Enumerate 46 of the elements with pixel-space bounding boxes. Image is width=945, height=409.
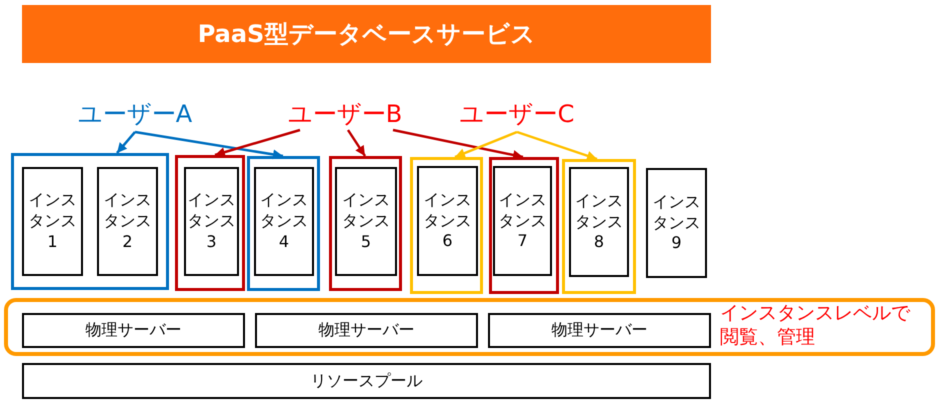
box-label: 物理サーバー	[86, 320, 182, 341]
band-note: インスタンスレベルで閲覧、管理	[720, 302, 910, 350]
title-banner	[22, 5, 711, 63]
instance-label: インスタンス2	[104, 190, 152, 253]
instance-box	[493, 166, 552, 276]
group-frame	[562, 159, 636, 294]
arrow	[116, 131, 136, 154]
user-name: ユーザーB	[288, 99, 402, 130]
box-label: 物理サーバー	[552, 320, 648, 341]
instance-box	[97, 167, 158, 276]
arrow	[454, 130, 518, 158]
title-text: PaaS型データベースサービス	[198, 19, 536, 50]
box-label: リソースプール	[310, 370, 422, 392]
user-name: ユーザーC	[460, 99, 574, 130]
instance-label: インスタンス4	[260, 190, 308, 253]
instance-box	[417, 166, 478, 276]
instance-label: インスタンス8	[575, 190, 623, 254]
group-frame	[410, 157, 483, 294]
group-frame	[11, 153, 169, 290]
instance-label: インスタンス9	[652, 192, 700, 254]
group-frame	[329, 156, 402, 291]
instance-label: インスタンス3	[188, 190, 236, 253]
server-box	[22, 313, 245, 348]
resource-pool-box	[22, 363, 711, 399]
group-frame	[247, 156, 320, 291]
arrow	[392, 128, 524, 160]
server-box	[488, 313, 711, 348]
arrow	[516, 130, 598, 161]
instance-label: インスタンス7	[498, 190, 546, 252]
instance-box	[184, 167, 239, 276]
instance-box	[254, 167, 314, 276]
group-frame	[175, 155, 245, 291]
box-label: 物理サーバー	[318, 320, 414, 341]
highlight-band	[4, 298, 935, 356]
instance-label: インスタンス1	[28, 190, 76, 253]
instance-box	[646, 168, 707, 278]
instance-box	[22, 167, 83, 276]
instance-box	[569, 167, 629, 277]
instance-label: インスタンス6	[424, 190, 472, 252]
arrow	[214, 128, 300, 157]
group-frame	[489, 157, 559, 294]
user-name: ユーザーA	[78, 99, 192, 130]
instance-box	[335, 167, 397, 276]
instance-label: インスタンス5	[342, 190, 390, 253]
server-box	[255, 313, 478, 348]
arrow	[346, 129, 366, 157]
